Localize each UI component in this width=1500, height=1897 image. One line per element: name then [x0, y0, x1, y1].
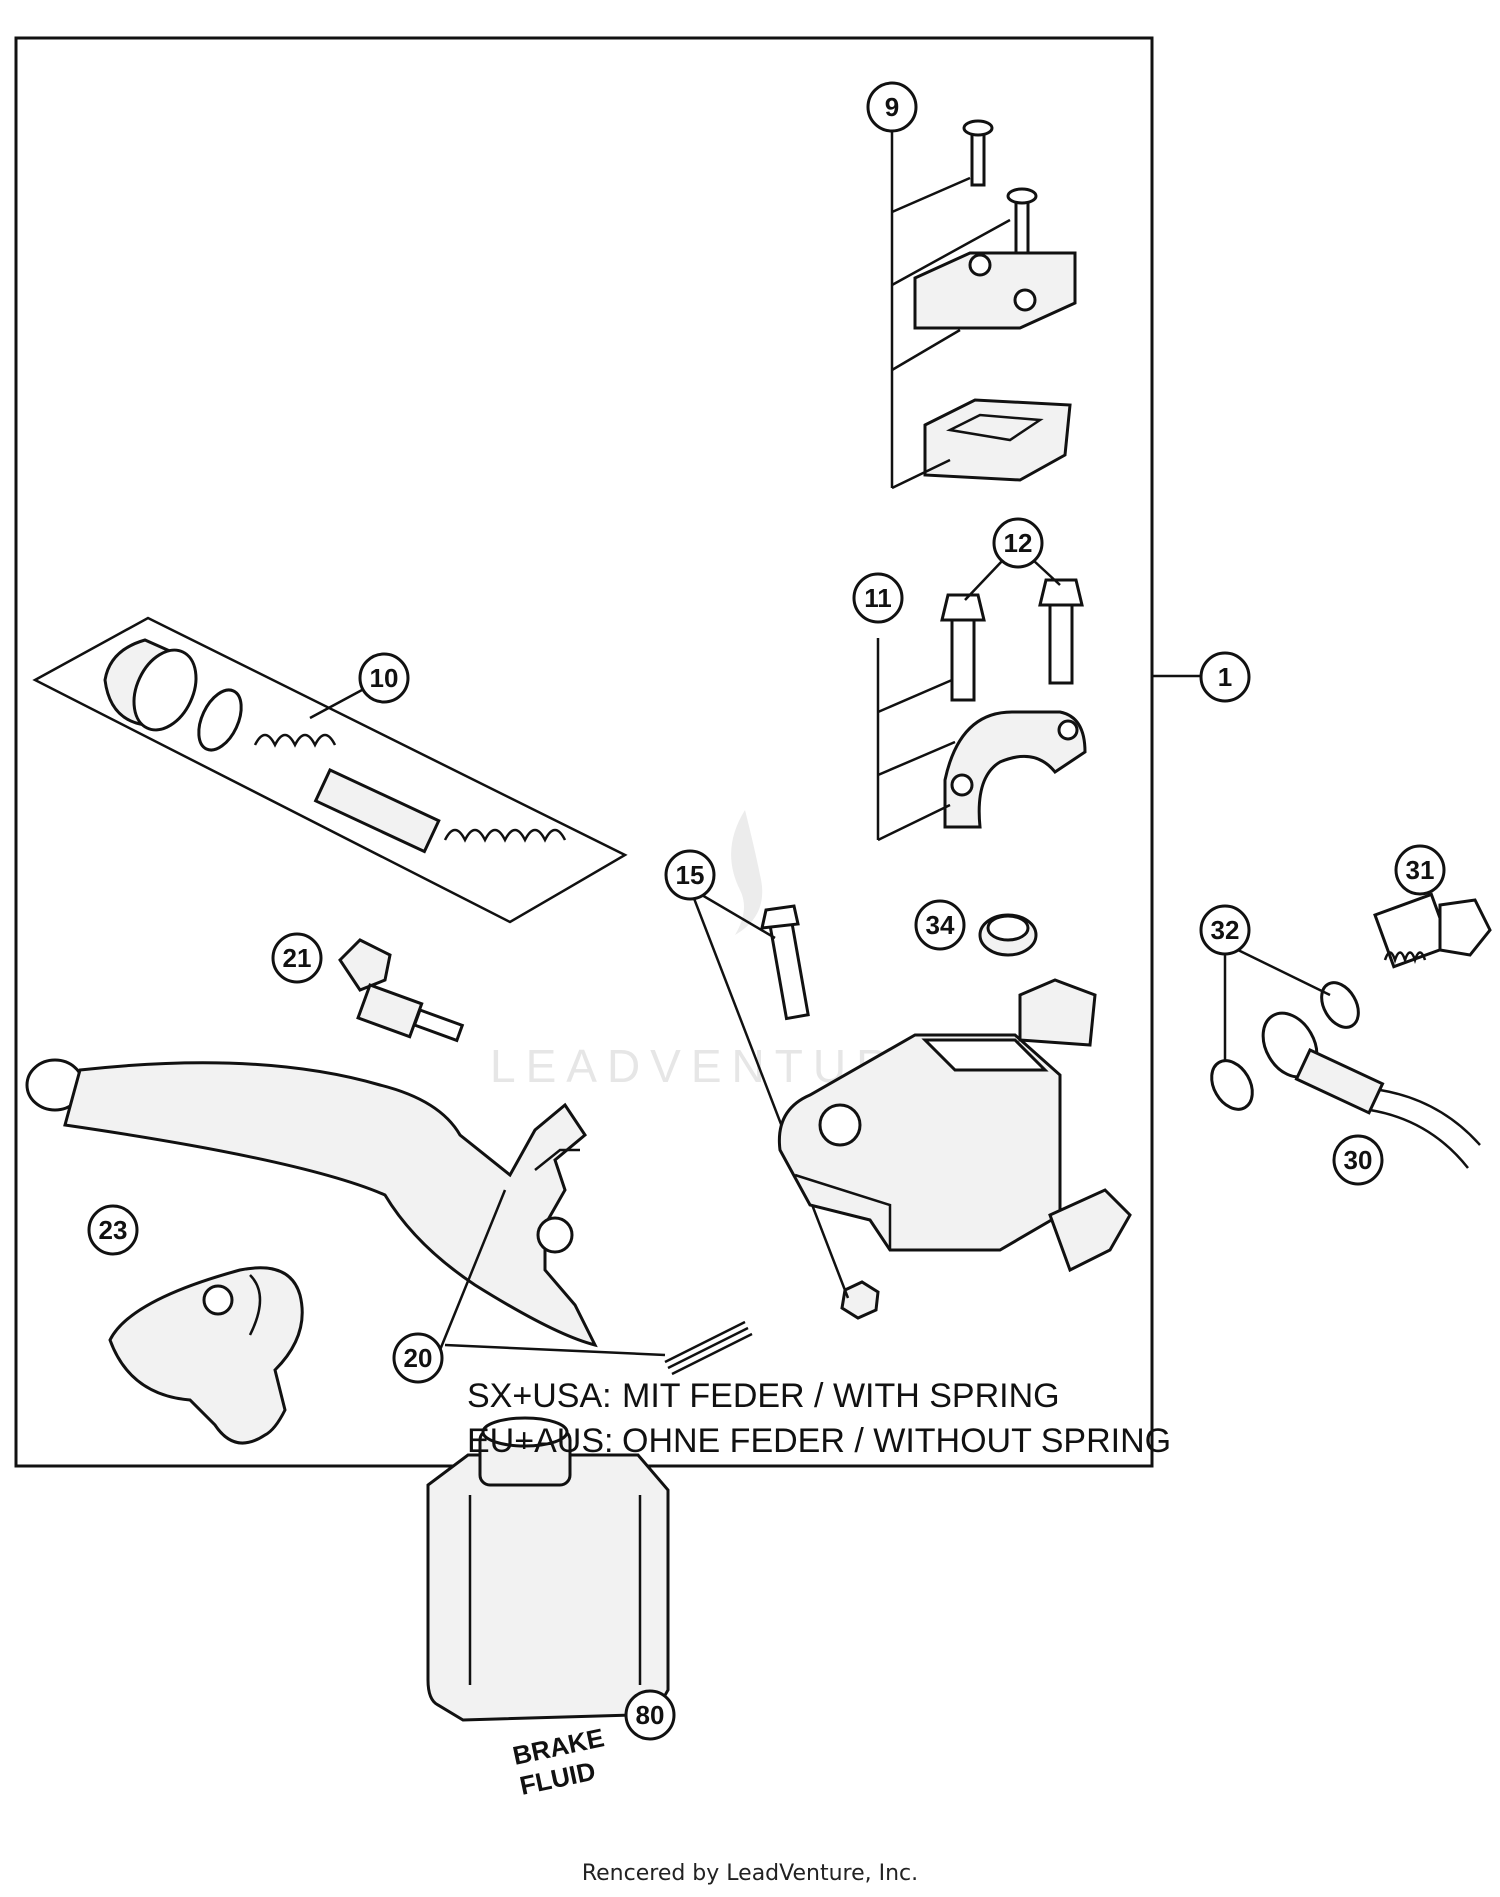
reservoir-cover — [913, 251, 1077, 330]
callout-20-leaders — [438, 1189, 666, 1357]
svg-text:11: 11 — [864, 583, 892, 613]
handlebar-clamp — [943, 710, 1087, 829]
svg-text:80: 80 — [636, 1700, 665, 1730]
callout-31: 31 — [1394, 844, 1446, 896]
lever-adjuster — [338, 938, 465, 1043]
brake-lever — [25, 1058, 598, 1348]
note-text-2: OHNE FEDER / WITHOUT SPRING — [622, 1422, 1171, 1460]
piston-kit — [32, 616, 628, 924]
callout-30: 30 — [1332, 1134, 1384, 1186]
svg-text:20: 20 — [404, 1343, 433, 1373]
callout-11: 11 — [852, 572, 904, 624]
svg-text:32: 32 — [1211, 915, 1240, 945]
reservoir-cover-screws — [962, 119, 1038, 258]
note-region-1: SX+USA: — [467, 1377, 612, 1415]
svg-text:10: 10 — [370, 663, 399, 693]
callout-9-leaders — [890, 128, 1011, 490]
master-cylinder-body — [777, 978, 1132, 1273]
callout-9: 9 — [866, 81, 918, 133]
callout-80: 80 — [624, 1689, 676, 1741]
brake-fluid-bottle: BRAKE FLUID — [426, 1416, 670, 1801]
svg-text:12: 12 — [1004, 528, 1033, 558]
callout-34: 34 — [914, 899, 966, 951]
reservoir-plug — [978, 913, 1038, 957]
svg-text:23: 23 — [99, 1215, 128, 1245]
lever-boot — [108, 1266, 304, 1445]
svg-text:30: 30 — [1344, 1145, 1373, 1175]
note-region-2: EU+AUS: — [467, 1422, 613, 1460]
svg-text:21: 21 — [283, 943, 312, 973]
callout-20: 20 — [392, 1332, 444, 1384]
callout-1: 1 — [1199, 651, 1251, 703]
callout-10: 10 — [358, 652, 410, 704]
svg-text:9: 9 — [885, 92, 899, 122]
brake-hose — [1261, 1011, 1481, 1169]
pivot-bolt — [760, 904, 810, 1021]
callout-15: 15 — [664, 849, 716, 901]
callout-23: 23 — [87, 1204, 139, 1256]
svg-text:15: 15 — [676, 860, 705, 890]
pivot-nut — [840, 1280, 880, 1320]
callout-12: 12 — [992, 517, 1044, 569]
clamp-bolts — [940, 578, 1084, 702]
lever-spring — [664, 1320, 753, 1376]
callout-21: 21 — [271, 932, 323, 984]
svg-text:34: 34 — [926, 910, 955, 940]
copper-washers — [1210, 981, 1360, 1111]
svg-text:1: 1 — [1218, 662, 1232, 692]
reservoir-membrane — [923, 398, 1072, 482]
spring-notes: SX+USA: MIT FEDER / WITH SPRING EU+AUS: … — [467, 1377, 1171, 1460]
callout-11-leaders — [876, 638, 956, 842]
note-text-1: MIT FEDER / WITH SPRING — [622, 1377, 1060, 1415]
banjo-bolt — [1373, 892, 1492, 969]
callout-12-leaders — [964, 559, 1061, 601]
callout-32-leaders — [1223, 948, 1331, 1060]
footer-credit: Rencered by LeadVenture, Inc. — [582, 1861, 918, 1886]
callout-32: 32 — [1199, 904, 1251, 956]
callout-10-leader — [309, 688, 363, 720]
svg-text:31: 31 — [1406, 855, 1435, 885]
callout-15-leaders — [688, 886, 850, 1299]
